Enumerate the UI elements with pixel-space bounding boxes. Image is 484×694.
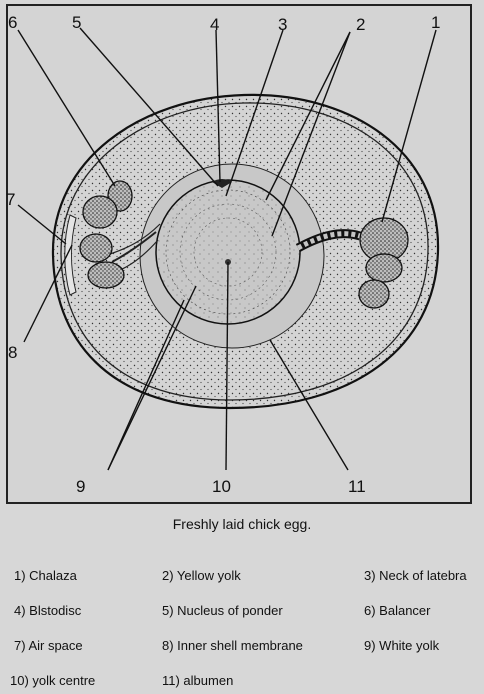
legend-item-7: 7) Air space (14, 638, 83, 653)
callout-8: 8 (8, 343, 17, 362)
callout-10: 10 (212, 477, 231, 496)
legend-item-9: 9) White yolk (364, 638, 440, 653)
balancer (79, 233, 113, 263)
legend-item-10: 10) yolk centre (10, 673, 96, 688)
figure-caption: Freshly laid chick egg. (172, 516, 312, 532)
callout-1: 1 (431, 13, 440, 32)
legend-item-5: 5) Nucleus of ponder (162, 603, 283, 618)
balancer (82, 195, 118, 229)
callout-5: 5 (72, 13, 81, 32)
egg-diagram: 1 2 3 4 5 6 7 8 9 10 11 (6, 13, 440, 496)
blastodisc (212, 179, 232, 188)
callout-6: 6 (8, 13, 17, 32)
legend-item-1: 1) Chalaza (14, 568, 77, 583)
callout-2: 2 (356, 15, 365, 34)
right-chalaza (296, 231, 361, 251)
callout-11: 11 (348, 477, 366, 496)
balancer (365, 253, 403, 283)
inner-shell-membrane (60, 102, 429, 401)
air-space (64, 214, 77, 296)
legend-item-4: 4) Blstodisc (14, 603, 82, 618)
legend-item-6: 6) Balancer (364, 603, 431, 618)
legend-item-11: 11) albumen (162, 673, 234, 688)
balancer (87, 261, 125, 289)
callout-9: 9 (76, 477, 85, 496)
left-chalaza (109, 223, 161, 255)
left-chalaza (111, 231, 157, 263)
balancer (358, 279, 390, 309)
white-yolk-ring (193, 217, 263, 287)
legend-item-3: 3) Neck of latebra (364, 568, 467, 583)
callout-7: 7 (6, 190, 15, 209)
legend-item-8: 8) Inner shell membrane (162, 638, 303, 653)
callout-3: 3 (278, 15, 287, 34)
callout-4: 4 (210, 15, 219, 34)
legend-item-2: 2) Yellow yolk (162, 568, 241, 583)
